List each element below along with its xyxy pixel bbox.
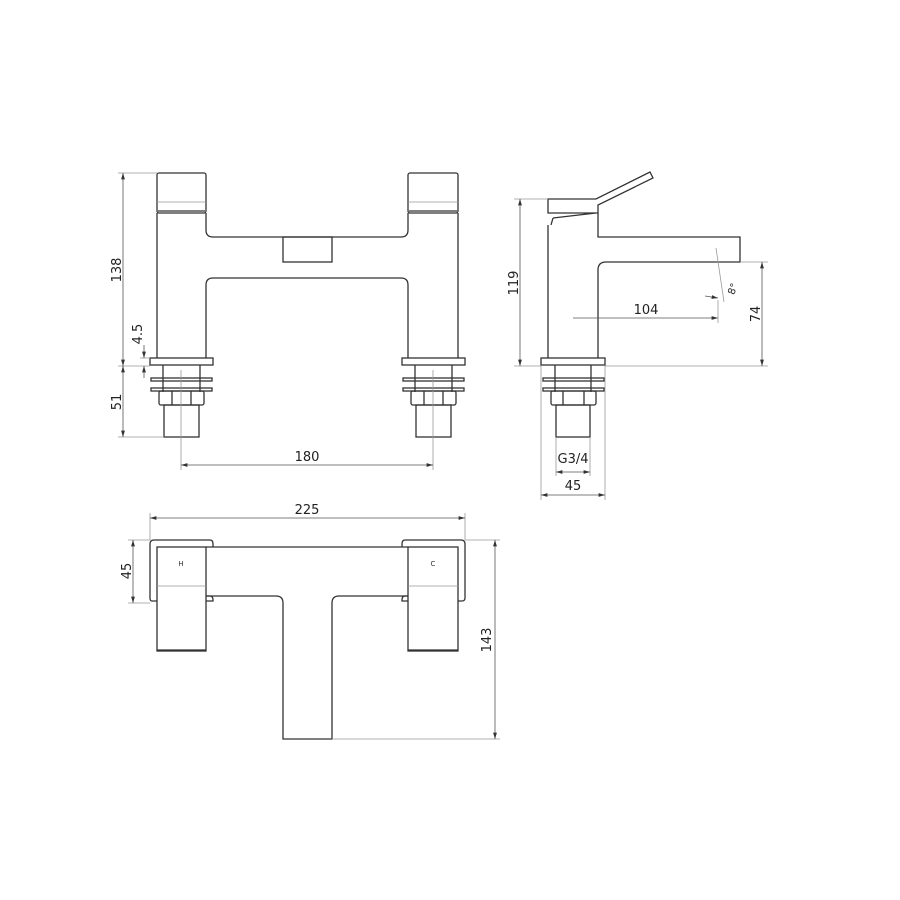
lever-handle — [547, 171, 654, 226]
side-view: 8° 119 74 104 — [507, 171, 768, 500]
bridge-body — [156, 213, 459, 358]
side-fixing — [540, 357, 606, 438]
top-body — [206, 546, 408, 740]
left-handle — [156, 172, 207, 214]
left-fixing — [149, 357, 214, 470]
right-handle — [407, 172, 459, 214]
dim-180-label: 180 — [295, 450, 320, 465]
dim-104-label: 104 — [634, 303, 659, 318]
dim-138: 138 — [110, 172, 157, 367]
dim-51-label: 51 — [110, 394, 125, 411]
dim-45-side-label: 45 — [565, 479, 582, 494]
dim-51: 51 — [110, 366, 164, 438]
dim-45-side: 45 — [540, 366, 606, 500]
dim-g3-4: G3/4 — [555, 437, 591, 476]
cold-label: C — [431, 560, 436, 568]
dim-143: 143 — [332, 539, 500, 740]
dim-225-label: 225 — [295, 503, 320, 518]
dim-4-5: 4.5 — [131, 324, 150, 378]
dim-104: 104 — [573, 300, 719, 323]
cold-handle: C — [407, 546, 459, 652]
spout-outlet — [282, 236, 333, 263]
hot-handle: H — [156, 546, 207, 652]
dim-45-top: 45 — [120, 539, 150, 604]
dim-138-label: 138 — [110, 258, 125, 283]
dim-180: 180 — [181, 450, 433, 467]
dim-g3-4-label: G3/4 — [558, 452, 589, 467]
dim-143-label: 143 — [480, 628, 495, 653]
dim-angle-label: 8° — [727, 282, 741, 296]
top-view: H C 225 45 143 — [120, 503, 500, 740]
dim-119: 119 — [507, 198, 548, 367]
dim-119-label: 119 — [507, 271, 522, 296]
dim-4-5-label: 4.5 — [131, 324, 146, 345]
right-plate — [401, 539, 466, 602]
dim-45-top-label: 45 — [120, 563, 135, 580]
front-view: 138 4.5 51 180 — [110, 172, 466, 470]
hot-label: H — [178, 560, 183, 568]
right-fixing — [401, 357, 466, 470]
side-body — [547, 213, 741, 358]
angle-indicator: 8° — [704, 247, 741, 303]
dim-74: 74 — [605, 261, 768, 367]
left-plate — [149, 539, 214, 602]
dim-74-label: 74 — [749, 306, 764, 323]
dim-225: 225 — [149, 503, 466, 540]
